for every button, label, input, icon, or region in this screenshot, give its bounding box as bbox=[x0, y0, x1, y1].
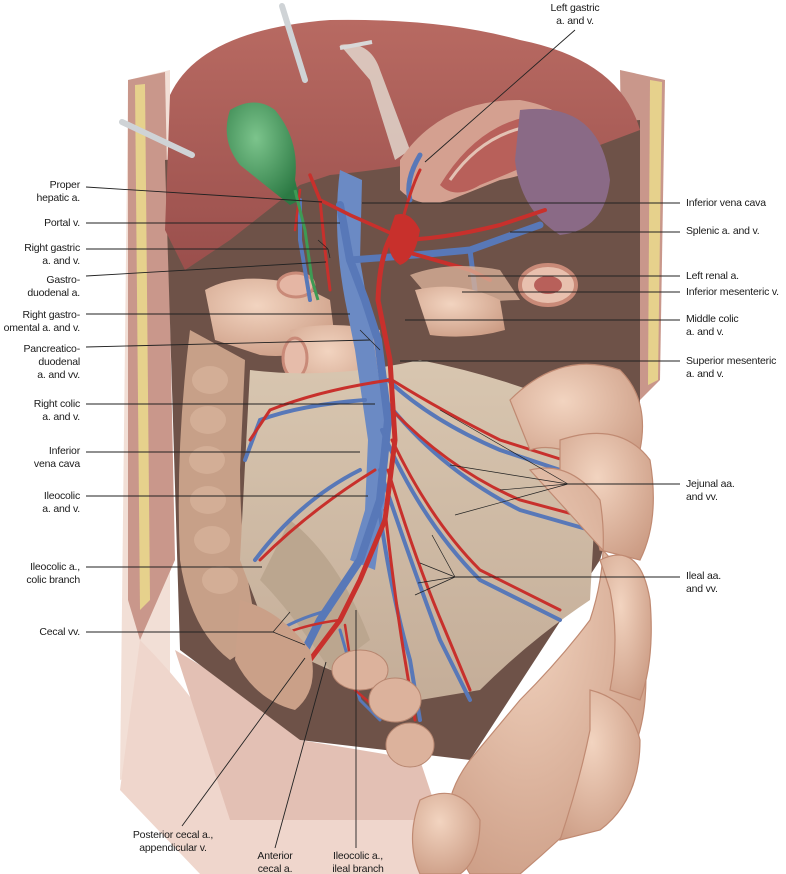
bile-duct bbox=[293, 189, 320, 301]
label-left-gastric: Left gastric a. and v. bbox=[550, 2, 600, 27]
transverse-colon bbox=[415, 286, 505, 337]
label-middle-colic: Middle colic a. and v. bbox=[686, 313, 739, 338]
gallbladder bbox=[226, 102, 300, 205]
label-anterior-cecal: Anterior cecal a. bbox=[257, 850, 293, 874]
label-left-renal-artery: Left renal a. bbox=[686, 270, 739, 282]
colon-lumen bbox=[534, 276, 562, 294]
label-jejunal: Jejunal aa. and vv. bbox=[686, 478, 735, 503]
label-right-gastroomental: Right gastro- omental a. and v. bbox=[3, 309, 81, 334]
label-ileocolic-colic-branch: Ileocolic a., colic branch bbox=[26, 561, 80, 586]
label-proper-hepatic-artery: Proper hepatic a. bbox=[36, 179, 80, 204]
label-superior-mesenteric: Superior mesenteric a. and v. bbox=[686, 355, 777, 380]
label-inferior-vena-cava-left: Inferior vena cava bbox=[33, 445, 80, 470]
terminal-ileum bbox=[331, 649, 435, 768]
retractors bbox=[119, 3, 373, 158]
label-cecal-veins: Cecal vv. bbox=[39, 626, 80, 638]
aorta bbox=[388, 214, 420, 265]
small-intestine bbox=[411, 363, 654, 874]
ascending-colon bbox=[178, 330, 260, 660]
label-splenic: Splenic a. and v. bbox=[686, 225, 760, 237]
label-ileocolic: Ileocolic a. and v. bbox=[42, 490, 80, 515]
label-right-gastric: Right gastric a. and v. bbox=[24, 242, 80, 267]
label-posterior-cecal: Posterior cecal a., appendicular v. bbox=[132, 829, 214, 854]
label-ileal: Ileal aa. and vv. bbox=[686, 570, 721, 595]
label-portal-vein: Portal v. bbox=[44, 217, 80, 229]
label-inferior-mesenteric-vein: Inferior mesenteric v. bbox=[686, 286, 779, 298]
label-ileocolic-ileal-branch: Ileocolic a., ileal branch bbox=[332, 850, 384, 874]
label-inferior-vena-cava-right: Inferior vena cava bbox=[686, 197, 766, 209]
mesentery-shadow bbox=[260, 520, 370, 670]
label-pancreaticoduodenal: Pancreatico- duodenal a. and vv. bbox=[23, 343, 80, 381]
label-gastroduodenal: Gastro- duodenal a. bbox=[27, 274, 80, 299]
label-right-colic: Right colic a. and v. bbox=[33, 398, 80, 423]
